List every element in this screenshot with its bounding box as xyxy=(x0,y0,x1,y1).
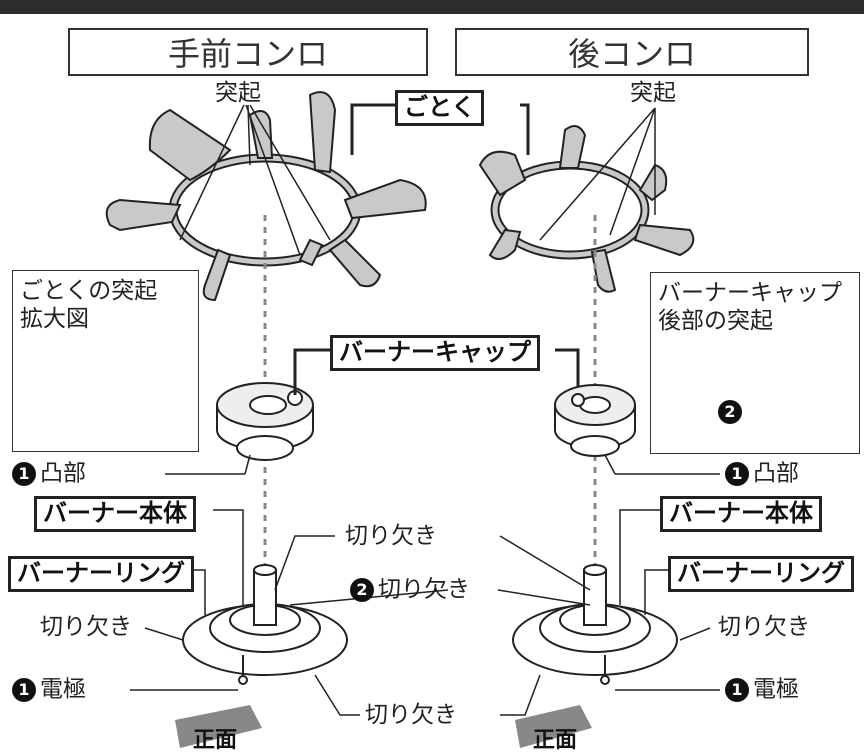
front-burner-title: 手前コンロ xyxy=(68,28,428,76)
header-bar xyxy=(0,0,864,14)
convex-text-right: 凸部 xyxy=(753,460,799,487)
front-arrow-left xyxy=(175,705,262,748)
trivet-detail-line1: ごとくの突起 xyxy=(20,278,158,304)
electrode-text-right: 電極 xyxy=(753,676,799,703)
marker-1-icon: 1 xyxy=(12,678,36,702)
front-trivet xyxy=(105,91,427,302)
front-burner-cap xyxy=(216,382,314,461)
burner-body-tag-right: バーナー本体 xyxy=(660,496,822,532)
notch-label-left: 切り欠き xyxy=(40,614,132,640)
convex-text-left: 凸部 xyxy=(40,460,86,487)
marker-1-icon: 1 xyxy=(725,462,749,486)
notch-label-right: 切り欠き xyxy=(718,614,810,640)
front-burner-base xyxy=(182,564,348,685)
rear-trivet xyxy=(478,125,695,293)
front-arrow-right xyxy=(515,705,592,748)
rear-burner-cap xyxy=(554,384,636,457)
notch-text-middle: 切り欠き xyxy=(378,576,470,603)
marker-1-icon: 1 xyxy=(725,678,749,702)
burner-ring-tag-right: バーナーリング xyxy=(668,556,854,592)
electrode-text-left: 電極 xyxy=(40,676,86,703)
marker-2-cap: 2 xyxy=(718,400,746,424)
cap-rear-line1: バーナーキャップ xyxy=(658,280,842,306)
cap-rear-line2: 後部の突起 xyxy=(658,308,773,334)
notch-label-bottom: 切り欠き xyxy=(365,702,457,728)
notch-label-top: 切り欠き xyxy=(345,523,437,549)
marker-1-icon: 1 xyxy=(12,462,36,486)
marker-2-icon: 2 xyxy=(350,578,374,602)
burner-ring-tag-left: バーナーリング xyxy=(8,556,194,592)
trivet-tag: ごとく xyxy=(395,90,485,126)
cap-rear-callout xyxy=(650,272,860,454)
burner-cap-tag: バーナーキャップ xyxy=(330,335,540,371)
marker-2-icon: 2 xyxy=(718,400,742,424)
burner-body-tag-left: バーナー本体 xyxy=(34,496,196,532)
protrusion-label-left: 突起 xyxy=(215,80,261,106)
protrusion-label-right: 突起 xyxy=(630,80,676,106)
trivet-detail-callout xyxy=(12,270,199,452)
front-label-left: 正面 xyxy=(193,728,238,753)
rear-burner-base xyxy=(512,564,678,685)
front-label-right: 正面 xyxy=(533,728,578,753)
rear-burner-title: 後コンロ xyxy=(455,28,809,76)
trivet-detail-line2: 拡大図 xyxy=(20,306,89,332)
